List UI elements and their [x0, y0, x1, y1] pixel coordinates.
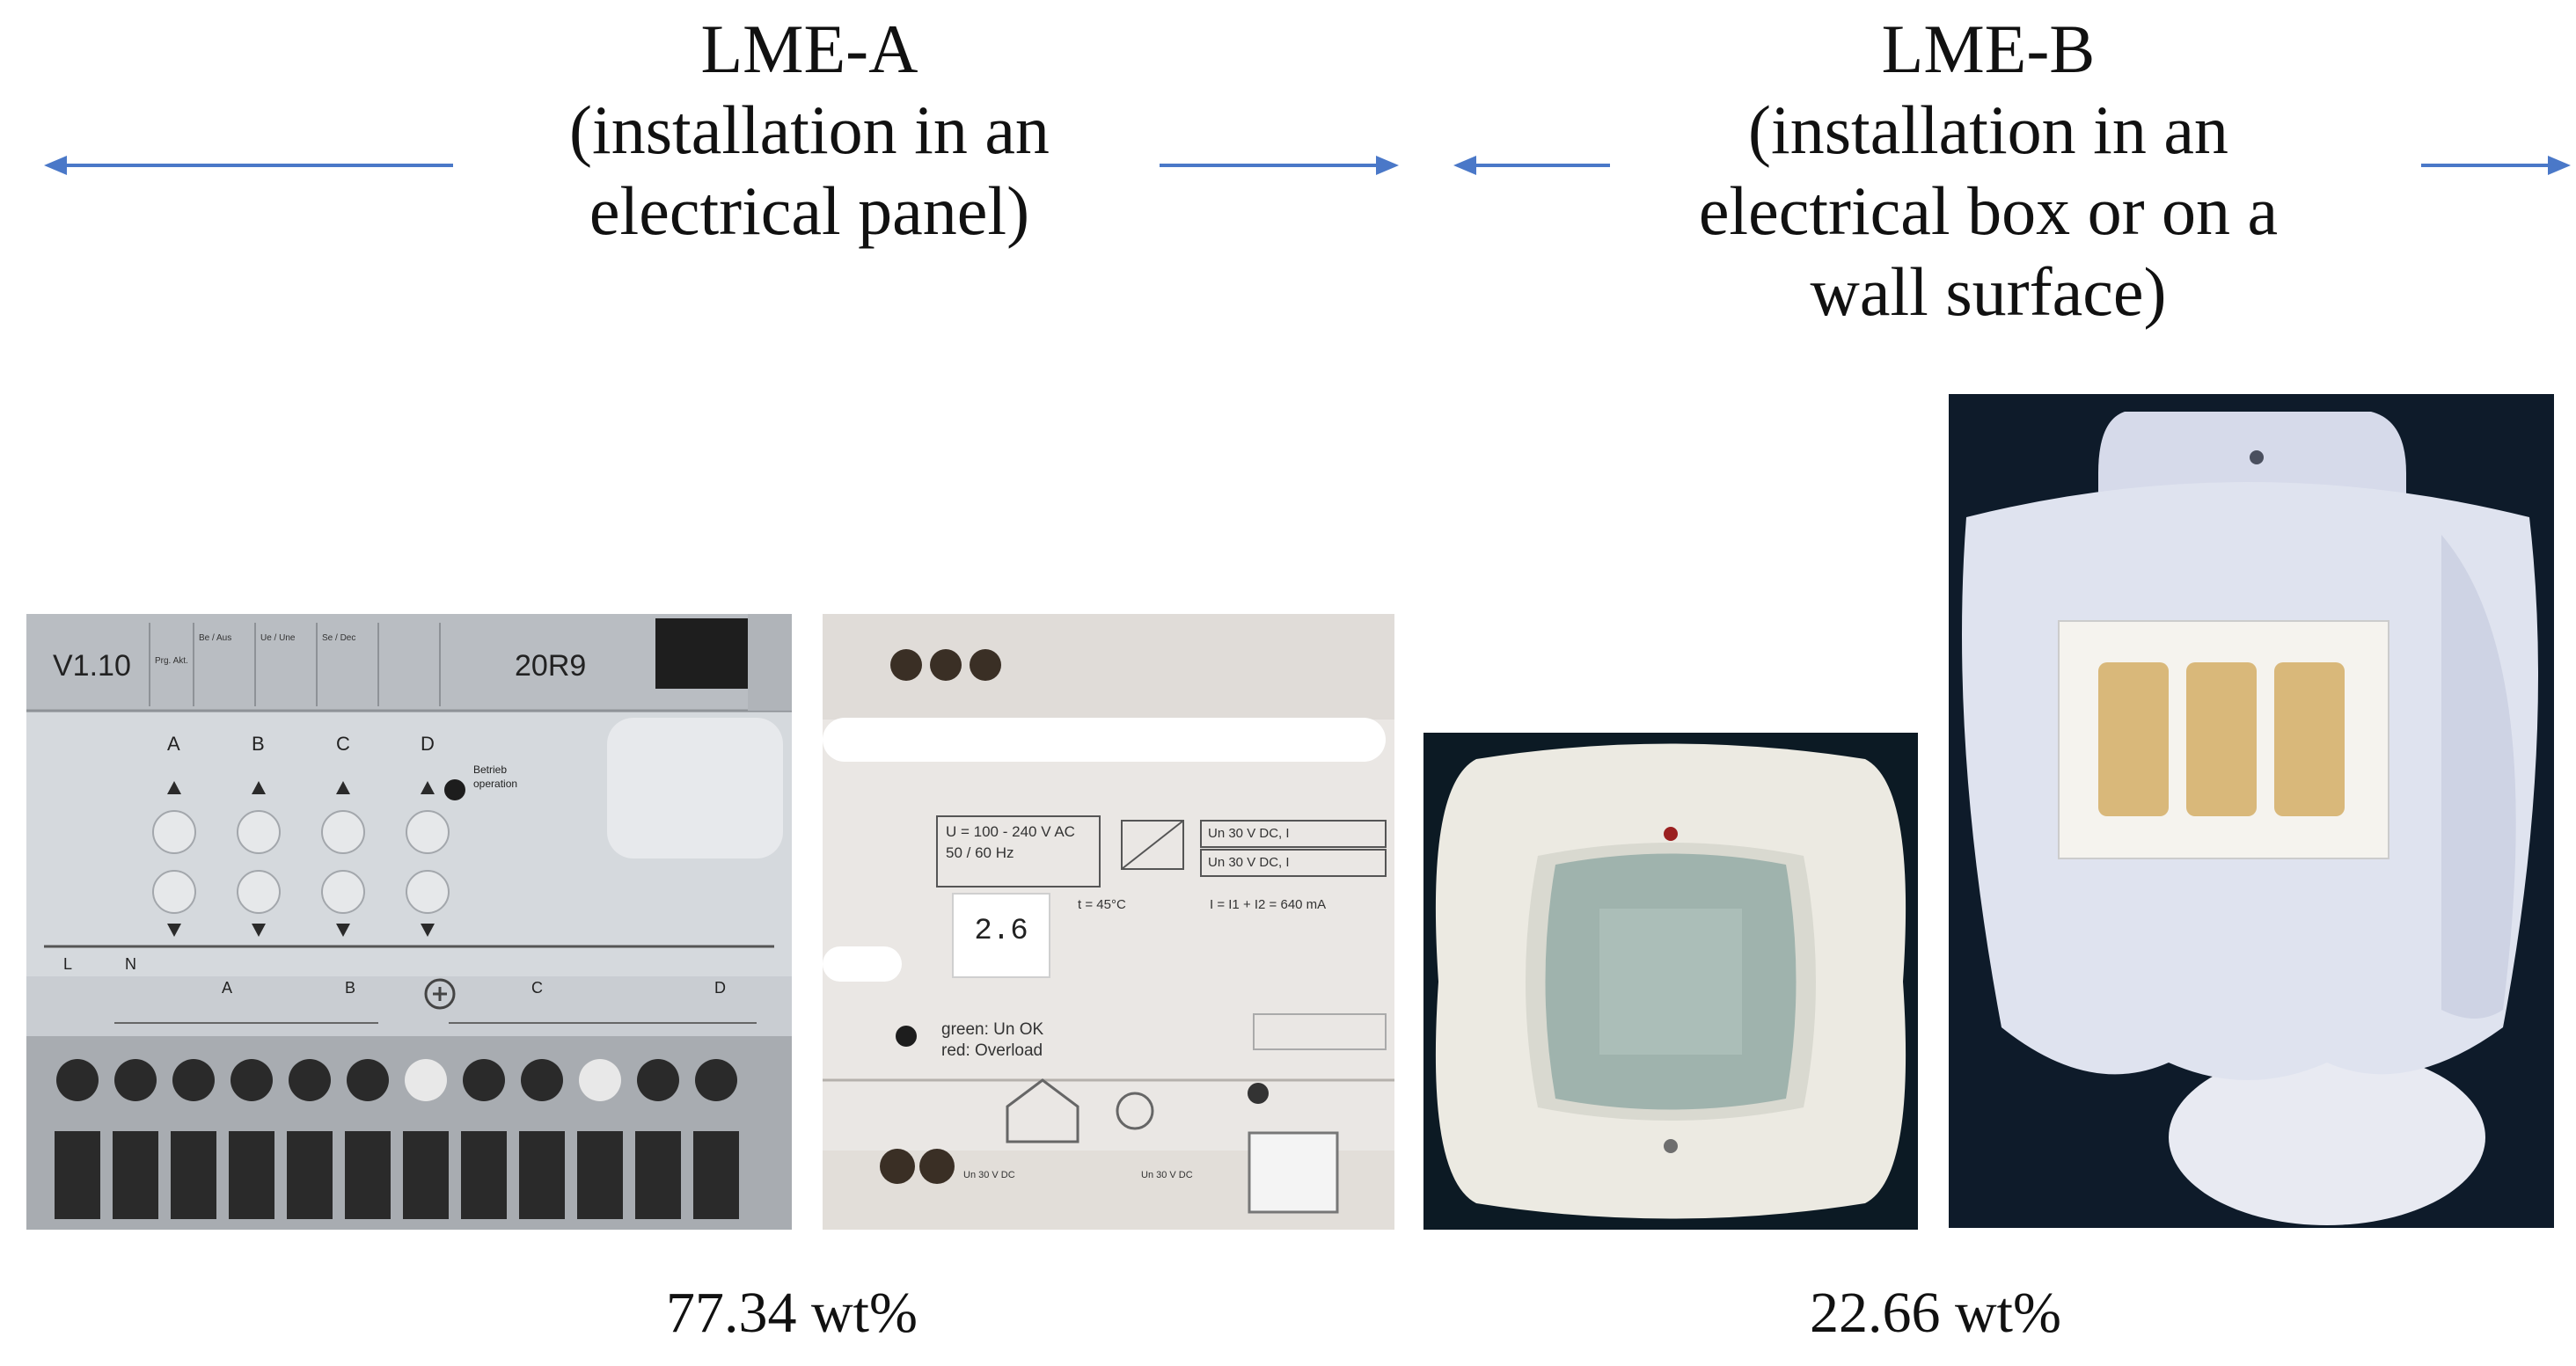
terminal-label-a: A: [222, 979, 233, 997]
temperature-spec: t = 45°C: [1078, 897, 1126, 912]
lme-a-subtitle-line-2: electrical panel): [589, 172, 1030, 249]
lme-a-title: LME-A: [700, 11, 918, 87]
actuator-header-cell-4: Se / Dec: [322, 633, 356, 643]
terminal-screw-icon: [231, 1059, 273, 1101]
terminal-screw-icon: [347, 1059, 389, 1101]
lme-a-subtitle-line-1: (installation in an: [569, 91, 1050, 168]
lme-b-share: 22.66 wt%: [1810, 1281, 2061, 1345]
arrow-right-icon: [2421, 156, 2571, 175]
output-terminal-label-1: Un 30 V DC: [963, 1170, 1015, 1180]
terminal-clamp: [55, 1131, 100, 1219]
terminal-clamp: [519, 1131, 565, 1219]
arrow-right-icon: [1160, 156, 1399, 175]
lme-b-title: LME-B: [1881, 11, 2096, 87]
manual-label-line-1: Betrieb: [473, 763, 508, 776]
terminal-clamp: [577, 1131, 623, 1219]
output-spec-line-1: Un 30 V DC, I: [1208, 826, 1290, 841]
terminal-label-n: N: [125, 955, 136, 973]
actuator-header-cell-2: Be / Aus: [199, 633, 232, 643]
channel-label-a: A: [167, 733, 180, 755]
terminal-clamp: [461, 1131, 507, 1219]
terminal-screw-icon: [463, 1059, 505, 1101]
status-label-red: red: Overload: [941, 1041, 1043, 1060]
terminal-screw-icon: [405, 1059, 447, 1101]
sticker-tag: 2.6: [974, 915, 1028, 948]
terminal-label-l: L: [63, 955, 73, 973]
lme-b-subtitle-line-3: wall surface): [1810, 253, 2167, 330]
terminal-clamp: [171, 1131, 216, 1219]
presence-sensor-photo: [1423, 733, 1918, 1230]
terminal-clamp: [113, 1131, 158, 1219]
lme-b-subtitle-line-1: (installation in an: [1748, 91, 2228, 168]
terminal-clamp: [403, 1131, 449, 1219]
terminal-clamp: [693, 1131, 739, 1219]
current-spec: I = I1 + I2 = 640 mA: [1210, 897, 1327, 912]
terminal-label-c: C: [531, 979, 543, 997]
status-label-green: green: Un OK: [941, 1020, 1044, 1039]
actuator-header-cell-3: Ue / Une: [260, 633, 296, 643]
terminal-screw-icon: [579, 1059, 621, 1101]
terminal-clamp: [229, 1131, 274, 1219]
channel-label-b: B: [252, 733, 265, 755]
outdoor-sensor-photo: [1949, 394, 2554, 1228]
lme-a-share: 77.34 wt%: [666, 1281, 918, 1345]
manual-label-line-2: operation: [473, 778, 518, 790]
actuator-model-label: 20R9: [515, 649, 587, 683]
output-terminal-label-2: Un 30 V DC: [1141, 1170, 1193, 1180]
actuator-photo: V1.10 20R9 Prg. Akt. Be / Aus Ue / Une S…: [26, 614, 792, 1230]
terminal-label-d: D: [714, 979, 726, 997]
terminal-clamp: [345, 1131, 391, 1219]
terminal-screw-icon: [521, 1059, 563, 1101]
channel-label-d: D: [421, 733, 435, 755]
terminal-screw-icon: [289, 1059, 331, 1101]
terminal-clamp: [287, 1131, 333, 1219]
output-spec-line-2: Un 30 V DC, I: [1208, 855, 1290, 870]
heading-lme-b: LME-B (installation in an electrical box…: [1584, 9, 2393, 332]
terminal-screw-icon: [695, 1059, 737, 1101]
lme-b-subtitle-line-2: electrical box or on a: [1698, 172, 2279, 249]
heading-lme-a: LME-A (installation in an electrical pan…: [457, 9, 1161, 252]
channel-label-c: C: [336, 733, 350, 755]
actuator-header-cell-1: Prg. Akt.: [155, 656, 188, 666]
terminal-screw-icon: [56, 1059, 99, 1101]
terminal-screw-icon: [114, 1059, 157, 1101]
terminal-screw-icon: [637, 1059, 679, 1101]
terminal-label-b: B: [345, 979, 356, 997]
terminal-clamp: [635, 1131, 681, 1219]
arrow-left-icon: [1453, 156, 1610, 175]
input-spec-line-2: 50 / 60 Hz: [946, 844, 1014, 861]
arrow-left-icon: [44, 156, 453, 175]
input-spec-line-1: U = 100 - 240 V AC: [946, 823, 1075, 840]
actuator-version-label: V1.10: [53, 649, 131, 683]
terminal-screw-icon: [172, 1059, 215, 1101]
power-supply-photo: U = 100 - 240 V AC 50 / 60 Hz Un 30 V DC…: [823, 614, 1394, 1230]
